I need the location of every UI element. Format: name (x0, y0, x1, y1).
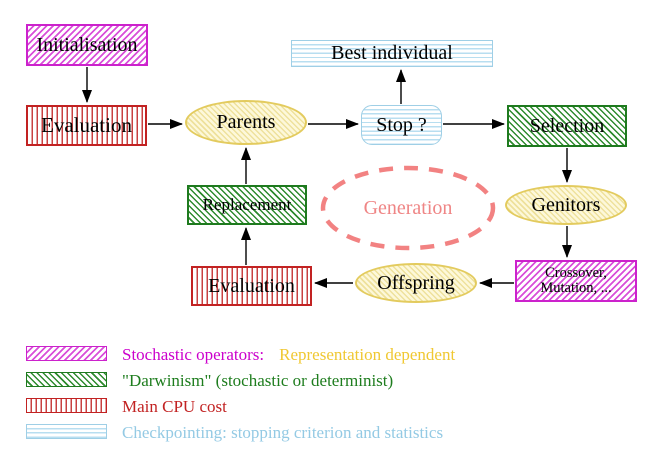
legend-label-checkpointing: Checkpointing: stopping criterion and st… (122, 423, 443, 442)
node-crossover-mutation: Crossover, Mutation, ... (515, 260, 637, 302)
legend-swatch-main-cpu-cost (26, 398, 107, 413)
node-genitors-label: Genitors (531, 193, 601, 216)
legend-swatch-checkpointing (26, 424, 107, 439)
node-initialisation-label: Initialisation (36, 33, 138, 56)
node-offspring-label: Offspring (377, 271, 455, 294)
legend-swatch-darwinism (26, 372, 107, 387)
legend-label-stochastic-operators: Stochastic operators: Representation depe… (122, 345, 455, 364)
node-generation: Generation (323, 168, 493, 248)
legend-label-darwinism: "Darwinism" (stochastic or determinist) (122, 371, 393, 390)
node-stop: Stop ? (361, 105, 442, 145)
legend-text-representation-dependent: Representation dependent (279, 345, 456, 364)
node-initialisation: Initialisation (26, 24, 148, 66)
node-evaluation-top: Evaluation (26, 105, 147, 146)
node-generation-label: Generation (363, 196, 453, 219)
node-evaluation-bottom-label: Evaluation (208, 274, 295, 297)
node-offspring: Offspring (355, 263, 477, 303)
legend-text-checkpointing: Checkpointing: stopping criterion and st… (122, 423, 444, 442)
node-replacement-label: Replacement (202, 195, 292, 215)
node-best-individual: Best individual (291, 40, 493, 67)
node-selection-label: Selection (529, 114, 605, 137)
node-replacement: Replacement (187, 185, 307, 225)
node-crossover-line2: Mutation, ... (540, 280, 612, 296)
legend-swatch-stochastic-operators (26, 346, 107, 361)
node-evaluation-top-label: Evaluation (41, 113, 132, 138)
node-parents-label: Parents (216, 111, 276, 133)
node-crossover-line1: Crossover, (545, 264, 607, 281)
node-best-individual-label: Best individual (331, 42, 453, 64)
legend-text-stochastic: Stochastic operators: (122, 345, 265, 364)
legend-text-darwinism: "Darwinism" (stochastic or determinist) (122, 371, 394, 390)
node-stop-label: Stop ? (376, 113, 427, 136)
generation-dashed-ellipse (320, 165, 496, 251)
legend-text-main-cpu-cost: Main CPU cost (122, 397, 227, 416)
node-parents: Parents (185, 100, 307, 145)
node-selection: Selection (507, 105, 627, 147)
node-evaluation-bottom: Evaluation (191, 266, 312, 306)
legend-label-main-cpu-cost: Main CPU cost (122, 397, 227, 416)
node-genitors: Genitors (505, 185, 627, 225)
